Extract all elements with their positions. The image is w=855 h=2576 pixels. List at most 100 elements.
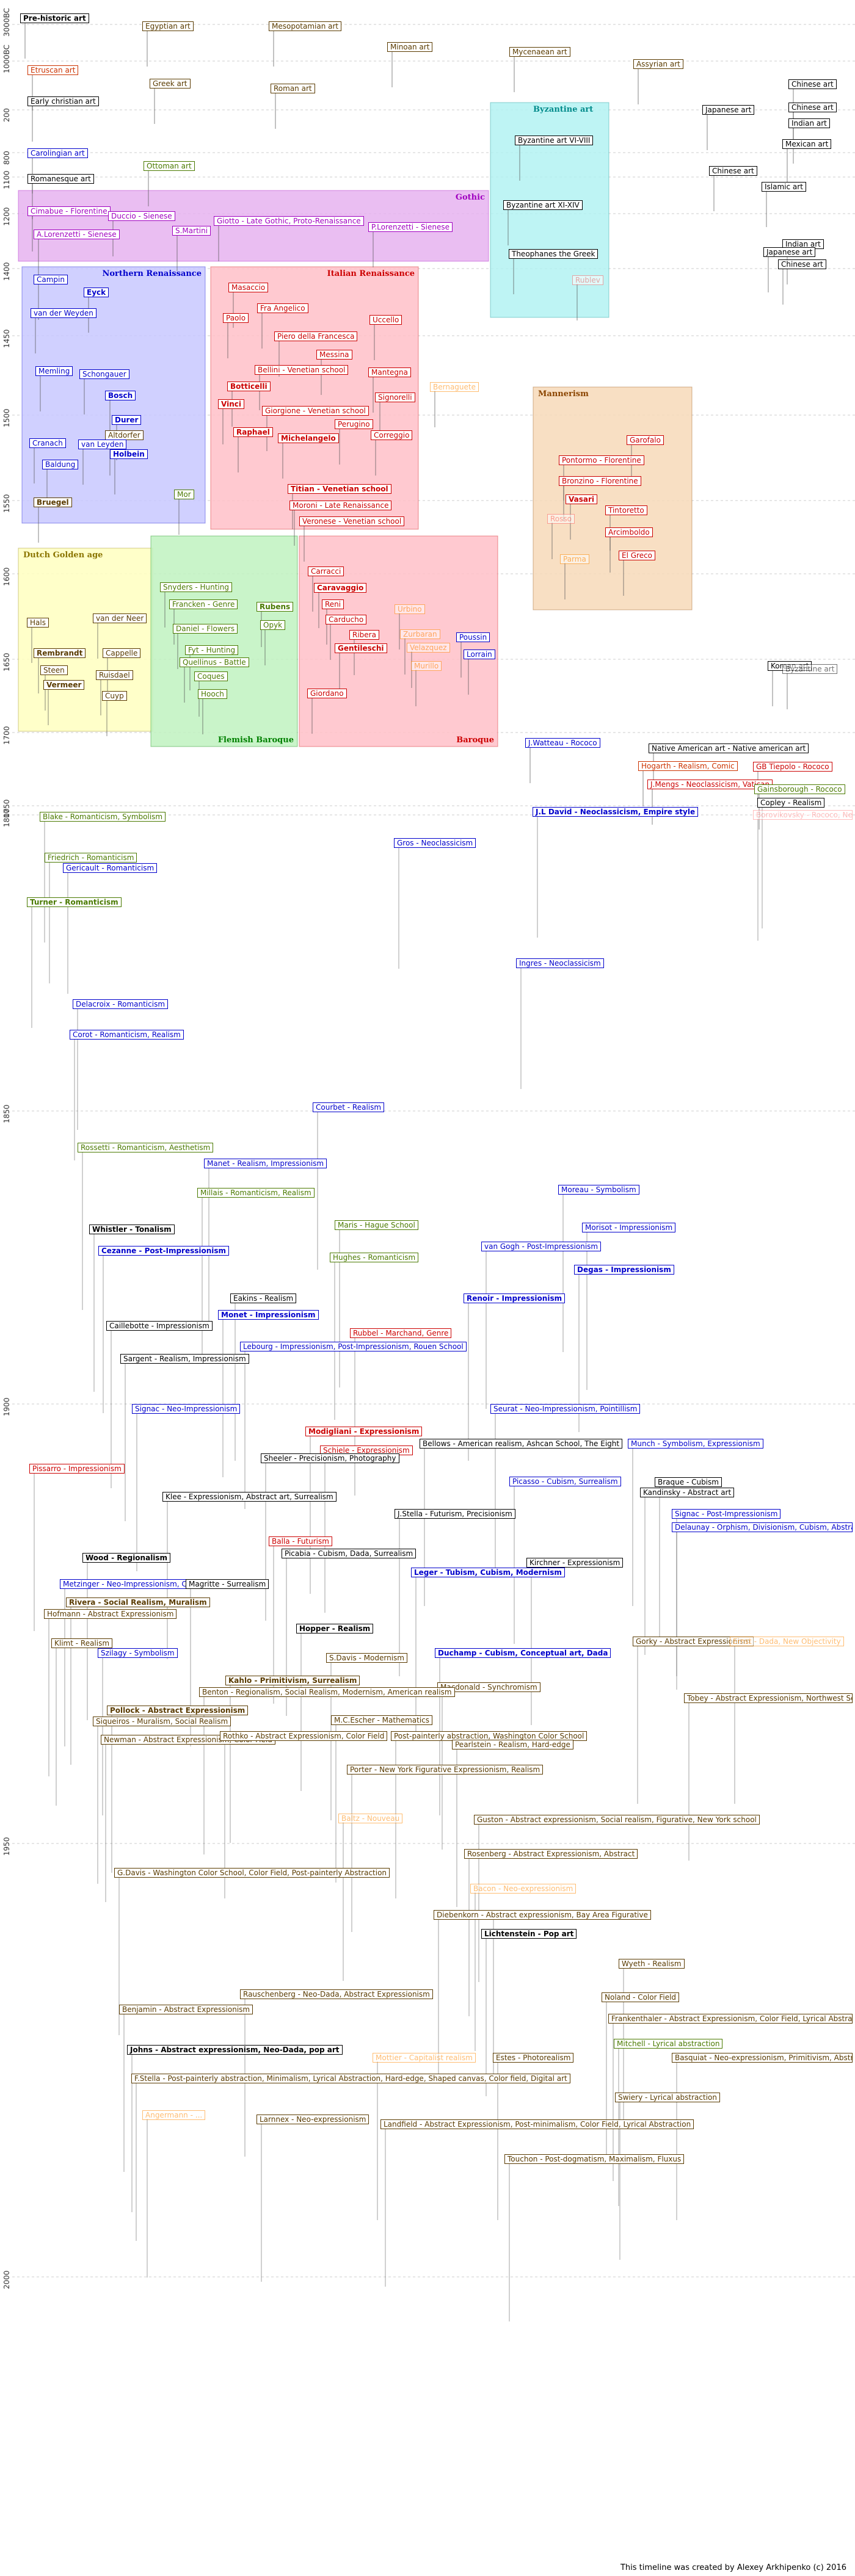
artist-label: Fra Angelico: [257, 303, 308, 313]
artist-label: Picabia - Cubism, Dada, Surrealism: [282, 1549, 417, 1558]
artist-label: Mexican art: [782, 139, 832, 149]
year-label: 1550: [2, 494, 11, 513]
artist-label: Signac - Post-Impressionism: [672, 1509, 781, 1519]
artist-label: Paolo: [223, 313, 249, 323]
zone-title: Northern Renaissance: [102, 269, 202, 278]
artist-label: Modigliani - Expressionism: [305, 1427, 423, 1436]
artist-label: Native American art - Native american ar…: [649, 743, 809, 753]
artist-label: van Gogh - Post-Impressionism: [481, 1242, 602, 1251]
artist-label: Francken - Genre: [169, 599, 238, 609]
year-label: 1650: [2, 653, 11, 671]
artist-label: Giotto - Late Gothic, Proto-Renaissance: [214, 216, 364, 226]
artist-label: Degas - Impressionism: [574, 1265, 674, 1275]
artist-label: Giorgione - Venetian school: [262, 406, 369, 416]
artist-label: Mesopotamian art: [269, 21, 342, 31]
artist-label: Klee - Expressionism, Abstract art, Surr…: [162, 1492, 337, 1502]
artist-label: Kandinsky - Abstract art: [640, 1488, 735, 1497]
artist-label: Braque - Cubism: [655, 1477, 722, 1487]
artist-label: Rivera - Social Realism, Muralism: [66, 1597, 210, 1607]
artist-label: Messina: [316, 350, 352, 360]
artist-label: Hofmann - Abstract Expressionism: [44, 1609, 177, 1619]
artist-label: Frankenthaler - Abstract Expressionism, …: [608, 2014, 853, 2024]
artist-label: Szilagy - Symbolism: [98, 1648, 178, 1658]
artist-label: Durer: [112, 415, 142, 425]
artist-label: Baltz - Nouveau: [338, 1814, 403, 1823]
artist-label: Bellows - American realism, Ashcan Schoo…: [420, 1439, 623, 1449]
artist-label: Garofalo: [627, 435, 664, 445]
year-label: 800: [2, 151, 11, 165]
artist-label: Touchon - Post-dogmatism, Maximalism, Fl…: [504, 2154, 685, 2164]
zone-dutch-golden-age: [18, 548, 153, 732]
artist-label: Renoir - Impressionism: [464, 1293, 566, 1303]
artist-label: Friedrich - Romanticism: [45, 853, 137, 863]
artist-label: Quellinus - Battle: [180, 657, 249, 667]
artist-label: Estes - Photorealism: [493, 2053, 574, 2063]
artist-label: Gainsborough - Rococo: [754, 784, 845, 794]
artist-label: Sargent - Realism, Impressionism: [120, 1354, 249, 1364]
artist-label: Rothko - Abstract Expressionism, Color F…: [220, 1731, 388, 1741]
year-label: 1950: [2, 1837, 11, 1856]
artist-label: Moroni - Late Renaissance: [289, 501, 392, 510]
artist-label: Delaunay - Orphism, Divisionism, Cubism,…: [672, 1522, 853, 1532]
artist-label: Swiery - Lyrical abstraction: [615, 2093, 720, 2102]
year-label: 2000: [2, 2270, 11, 2289]
artist-label: Chinese art: [788, 79, 837, 89]
artist-label: Bruegel: [34, 497, 72, 507]
artist-label: Gros - Neoclassicism: [394, 838, 476, 848]
artist-label: Metzinger - Neo-Impressionism, Cubism: [60, 1579, 213, 1589]
artist-label: Rubbel - Marchand, Genre: [350, 1328, 452, 1338]
artist-label: Caillebotte - Impressionism: [106, 1321, 213, 1331]
artist-label: Tobey - Abstract Expressionism, Northwes…: [684, 1693, 853, 1703]
year-label: 1500: [2, 408, 11, 427]
artist-label: Indian art: [788, 118, 830, 128]
artist-label: Courbet - Realism: [313, 1102, 385, 1112]
artist-label: Daniel - Flowers: [173, 624, 238, 634]
zone-title: Dutch Golden age: [23, 551, 103, 560]
artist-label: Chinese art: [709, 166, 757, 176]
artist-label: J.Mengs - Neoclassicism, Vatican: [647, 780, 773, 789]
artist-label: Poussin: [456, 632, 490, 642]
artist-label: Raphael: [233, 427, 273, 437]
artist-label: Mantegna: [368, 367, 411, 377]
artist-label: Hughes - Romanticism: [330, 1253, 419, 1262]
artist-label: Bacon - Neo-expressionism: [470, 1884, 577, 1894]
artist-label: Vasari: [566, 494, 597, 504]
year-label: 1400: [2, 262, 11, 281]
artist-label: Opyk: [260, 620, 286, 630]
year-label: 1200: [2, 207, 11, 226]
artist-label: Corot - Romanticism, Realism: [70, 1030, 184, 1040]
artist-label: Duccio - Sienese: [108, 211, 175, 221]
artist-label: Minoan art: [387, 42, 433, 52]
zone-title: Mannerism: [538, 389, 589, 399]
artist-label: Campin: [34, 275, 68, 284]
artist-label: Carolingian art: [27, 148, 88, 158]
artist-label: Balla - Futurism: [269, 1536, 332, 1546]
artist-label: Memling: [35, 366, 73, 376]
artist-label: Eakins - Realism: [230, 1293, 297, 1303]
artist-label: Rossetti - Romanticism, Aesthetism: [78, 1143, 214, 1152]
artist-label: Assyrian art: [633, 59, 683, 69]
artist-label: Byzantine art VI-VIII: [515, 136, 594, 145]
year-label: 1800: [2, 808, 11, 827]
artist-label: Post-painterly abstraction, Washington C…: [391, 1731, 588, 1741]
artist-label: Perugino: [335, 419, 373, 429]
year-label: 1000BC: [2, 45, 11, 73]
artist-label: Gericault - Romanticism: [63, 863, 158, 873]
artist-label: Noland - Color Field: [602, 1992, 680, 2002]
artist-label: J.Watteau - Rococo: [525, 738, 600, 748]
artist-label: Carracci: [308, 566, 344, 576]
artist-label: Romanesque art: [27, 174, 94, 184]
artist-label: Monet - Impressionism: [218, 1310, 319, 1320]
artist-label: Masaccio: [228, 283, 269, 292]
artist-label: Cimabue - Florentine: [27, 206, 111, 216]
artist-label: Benton - Regionalism, Social Realism, Mo…: [199, 1687, 455, 1697]
artist-label: Islamic art: [762, 182, 806, 192]
artist-label: Signac - Neo-Impressionism: [132, 1404, 241, 1414]
artist-label: Copley - Realism: [757, 798, 825, 808]
artist-label: Hopper - Realism: [296, 1624, 374, 1634]
artist-label: Hooch: [198, 689, 227, 699]
artist-label: Caravaggio: [314, 583, 367, 593]
artist-label: Morisot - Impressionism: [582, 1223, 676, 1232]
artist-label: Borovikovsky - Rococo, Neo: [753, 810, 853, 820]
artist-label: Schongauer: [79, 369, 129, 379]
